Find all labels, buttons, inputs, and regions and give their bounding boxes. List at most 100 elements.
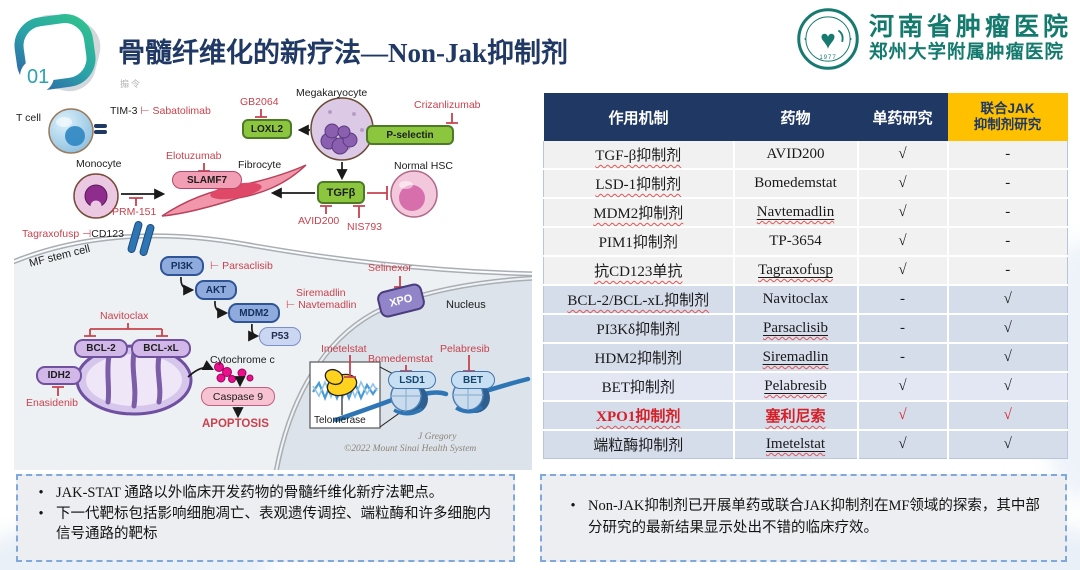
cd123-text: CD123 — [91, 228, 124, 240]
cell-drug: Imetelstat — [765, 436, 826, 452]
note-bullet: • JAK-STAT 通路以外临床开发药物的骨髓纤维化新疗法靶点。 — [26, 483, 503, 504]
header-combo-line2: 抑制剂研究 — [973, 117, 1042, 132]
siremadlin-navtemadlin-label: Siremadlin ⊢ Navtemadlin — [286, 287, 356, 311]
cell-mono: - — [857, 343, 949, 373]
note-left-text-1: JAK-STAT 通路以外临床开发药物的骨髓纤维化新疗法靶点。 — [56, 485, 444, 501]
note-box-right: • Non-JAK抑制剂已开展单药或联合JAK抑制剂在MF领域的探索，其中部分研… — [540, 474, 1067, 562]
prm151-label: PRM-151 — [112, 206, 157, 218]
tgfb-node: TGFβ — [317, 181, 365, 204]
hospital-logo: ♥ 1977 河南省肿瘤医院 郑州大学附属肿瘤医院 — [795, 6, 1072, 72]
avid200-label: AVID200 — [298, 215, 340, 227]
table-row: 端粒酶抑制剂 Imetelstat √ √ — [543, 430, 1068, 459]
drug-table: 作用机制 药物 单药研究 联合JAK 抑制剂研究 TGF-β抑制剂 AVID20… — [543, 93, 1068, 459]
bcl2-node: BCL-2 — [74, 339, 128, 358]
cell-drug: Navtemadlin — [756, 204, 835, 220]
cell-mechanism: PIM1抑制剂 — [598, 235, 678, 251]
cell-mechanism: 抗CD123单抗 — [594, 264, 683, 280]
pathway-arrows — [121, 124, 348, 419]
p53-node: P53 — [259, 327, 301, 346]
idh2-node: IDH2 — [36, 366, 82, 385]
title-latin: —Non-Jak抑制剂 — [361, 38, 569, 68]
cell-drug: 塞利尼索 — [765, 409, 826, 425]
credit-org: ©2022 Mount Sinai Health System — [344, 444, 477, 454]
monocyte-shape — [73, 173, 119, 219]
page-title: 骨髓纤维化的新疗法—Non-Jak抑制剂 — [118, 31, 568, 70]
table-row-highlighted: XPO1抑制剂 塞利尼索 √ √ — [543, 401, 1068, 431]
cell-drug: Bomedemstat — [754, 175, 837, 191]
table-header-row: 作用机制 药物 单药研究 联合JAK 抑制剂研究 — [543, 93, 1068, 141]
note-bullet: • 下一代靶标包括影响细胞凋亡、表观遗传调控、端粒酶和许多细胞内信号通路的靶标 — [26, 504, 503, 545]
cd123-receptor-shape — [127, 220, 155, 257]
table-row: PI3Kδ抑制剂 Parsaclisib - √ — [543, 314, 1068, 344]
header-drug: 药物 — [733, 93, 858, 141]
p-selectin-node: P-selectin — [366, 125, 454, 145]
hospital-name-line2: 郑州大学附属肿瘤医院 — [868, 42, 1064, 63]
normal-hsc-shape — [390, 170, 438, 218]
cell-mono: √ — [857, 169, 949, 199]
tim3-text: TIM-3 — [110, 105, 138, 117]
cell-mechanism: TGF-β抑制剂 — [595, 148, 682, 164]
note-box-left: • JAK-STAT 通路以外临床开发药物的骨髓纤维化新疗法靶点。 • 下一代靶… — [16, 474, 515, 562]
table-row: TGF-β抑制剂 AVID200 √ - — [543, 141, 1068, 170]
navtemadlin-label: ⊢ Navtemadlin — [286, 299, 357, 312]
hospital-name: 河南省肿瘤医院 郑州大学附属肿瘤医院 — [869, 14, 1072, 64]
t-cell-label: T cell — [16, 112, 41, 124]
note-left-text-2: 下一代靶标包括影响细胞凋亡、表观遗传调控、端粒酶和许多细胞内信号通路的靶标 — [56, 505, 491, 543]
pathway-diagram: LOXL2 P-selectin TGFβ SLAMF7 PI3K AKT MD… — [14, 86, 532, 470]
megakaryocyte-label: Megakaryocyte — [296, 87, 368, 99]
telomerase-label: Telomerase — [314, 415, 366, 426]
cell-drug: Parsaclisib — [763, 320, 828, 336]
section-number-badge: 01 — [14, 14, 101, 93]
mitochondria-shape — [75, 344, 193, 416]
cell-mechanism: LSD-1抑制剂 — [595, 177, 682, 193]
cell-mechanism: MDM2抑制剂 — [593, 206, 684, 222]
cell-combo: √ — [947, 372, 1068, 402]
cell-drug: Navitoclax — [762, 291, 829, 307]
tagraxofusp-label: Tagraxofusp ⊣ — [22, 228, 92, 240]
cell-mechanism: BET抑制剂 — [601, 380, 675, 396]
cytochrome-c-label: Cytochrome c — [210, 354, 275, 366]
svg-text:♥: ♥ — [820, 24, 836, 54]
parsaclisib-label: ⊢ Parsaclisib — [210, 260, 273, 272]
cell-mono: √ — [857, 430, 949, 459]
enasidenib-label: Enasidenib — [26, 397, 78, 409]
nucleus-label: Nucleus — [446, 299, 486, 311]
seal-year: 1977 — [819, 54, 836, 61]
cell-mono: √ — [857, 198, 949, 228]
diagram-artwork — [14, 97, 532, 470]
cell-mono: √ — [857, 256, 949, 286]
cell-combo: √ — [947, 401, 1068, 431]
table-row: HDM2抑制剂 Siremadlin - √ — [543, 343, 1068, 373]
cell-mechanism: PI3Kδ抑制剂 — [596, 322, 681, 338]
credit-author: J Gregory — [418, 432, 457, 442]
table-row: MDM2抑制剂 Navtemadlin √ - — [543, 198, 1068, 228]
cell-drug: Siremadlin — [762, 349, 829, 365]
imetelstat-label: Imetelstat — [321, 343, 367, 355]
table-row: LSD-1抑制剂 Bomedemstat √ - — [543, 169, 1068, 199]
fibrocyte-shape — [161, 164, 307, 217]
cell-mechanism: HDM2抑制剂 — [594, 351, 682, 367]
cell-combo: √ — [947, 314, 1068, 344]
crizanlizumab-label: Crizanlizumab — [414, 99, 481, 111]
cell-mono: √ — [857, 401, 949, 431]
pelabresib-label: Pelabresib — [440, 343, 490, 355]
slamf7-node: SLAMF7 — [172, 171, 242, 189]
cell-combo: - — [947, 227, 1068, 257]
mdm2-node: MDM2 — [228, 303, 280, 323]
cell-mechanism: 端粒酶抑制剂 — [593, 438, 684, 454]
loxl2-node: LOXL2 — [242, 119, 292, 139]
cell-mono: √ — [857, 227, 949, 257]
fibrocyte-label: Fibrocyte — [238, 159, 282, 171]
normal-hsc-label: Normal HSC — [394, 160, 453, 172]
pi3k-node: PI3K — [160, 256, 204, 276]
badge-ring-shape — [14, 14, 96, 93]
cell-drug: TP-3654 — [769, 233, 822, 249]
cell-drug: Pelabresib — [764, 378, 827, 394]
bomedemstat-label: Bomedemstat — [368, 353, 433, 365]
lsd1-node: LSD1 — [388, 371, 436, 389]
bullet-icon: • — [570, 498, 576, 515]
hospital-name-line1: 河南省肿瘤医院 — [868, 13, 1072, 41]
title-chinese: 骨髓纤维化的新疗法 — [118, 38, 361, 68]
tim3-label: TIM-3⊢ Sabatolimab — [110, 105, 211, 117]
badge-number: 01 — [27, 66, 49, 88]
